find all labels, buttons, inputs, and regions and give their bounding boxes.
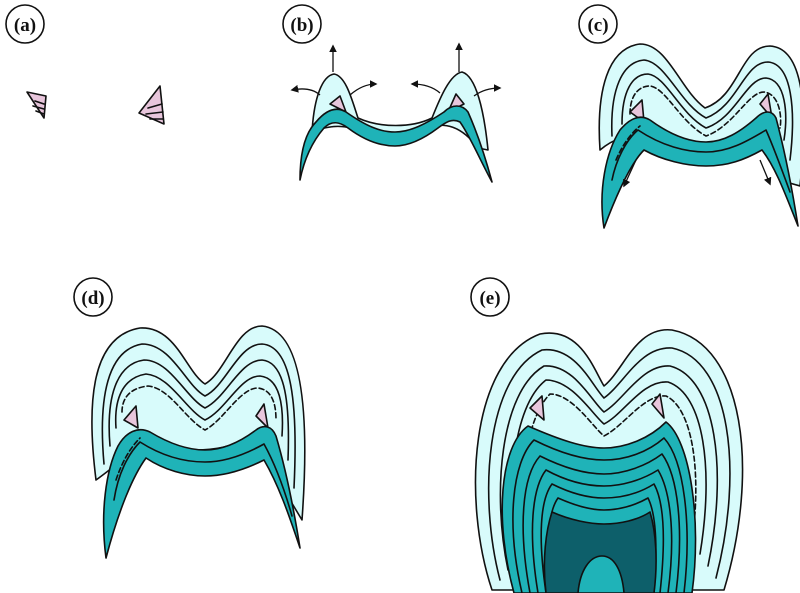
- pulp-cavity: [543, 511, 657, 593]
- panel-c: (c): [578, 4, 800, 229]
- svg-text:(a): (a): [14, 15, 36, 36]
- panel-a-label: (a): [5, 4, 45, 44]
- panel-e: (e): [470, 277, 744, 593]
- cusp-tips: [123, 403, 269, 429]
- growth-arrows: [623, 159, 772, 188]
- enamel-layers: [91, 325, 306, 521]
- svg-text:(d): (d): [81, 288, 104, 309]
- svg-text:(e): (e): [479, 288, 500, 309]
- panel-a: (a): [5, 4, 165, 125]
- cusp-tip-right: [138, 85, 165, 125]
- panel-d: (d): [73, 277, 306, 559]
- cusp-tips: [529, 393, 665, 421]
- panel-b: (b): [282, 4, 502, 183]
- dentine-layers: [501, 421, 697, 593]
- panel-e-label: (e): [470, 277, 510, 317]
- cusp-tip-left: [26, 91, 47, 119]
- dentine-layer: [299, 105, 493, 183]
- panel-c-label: (c): [578, 4, 618, 44]
- dentine-layers: [102, 425, 301, 559]
- panel-d-label: (d): [73, 277, 113, 317]
- growth-arrows: [290, 42, 502, 97]
- dentine-layers: [601, 111, 799, 229]
- svg-text:(b): (b): [290, 15, 313, 36]
- svg-text:(c): (c): [587, 15, 608, 36]
- panel-b-label: (b): [282, 4, 322, 44]
